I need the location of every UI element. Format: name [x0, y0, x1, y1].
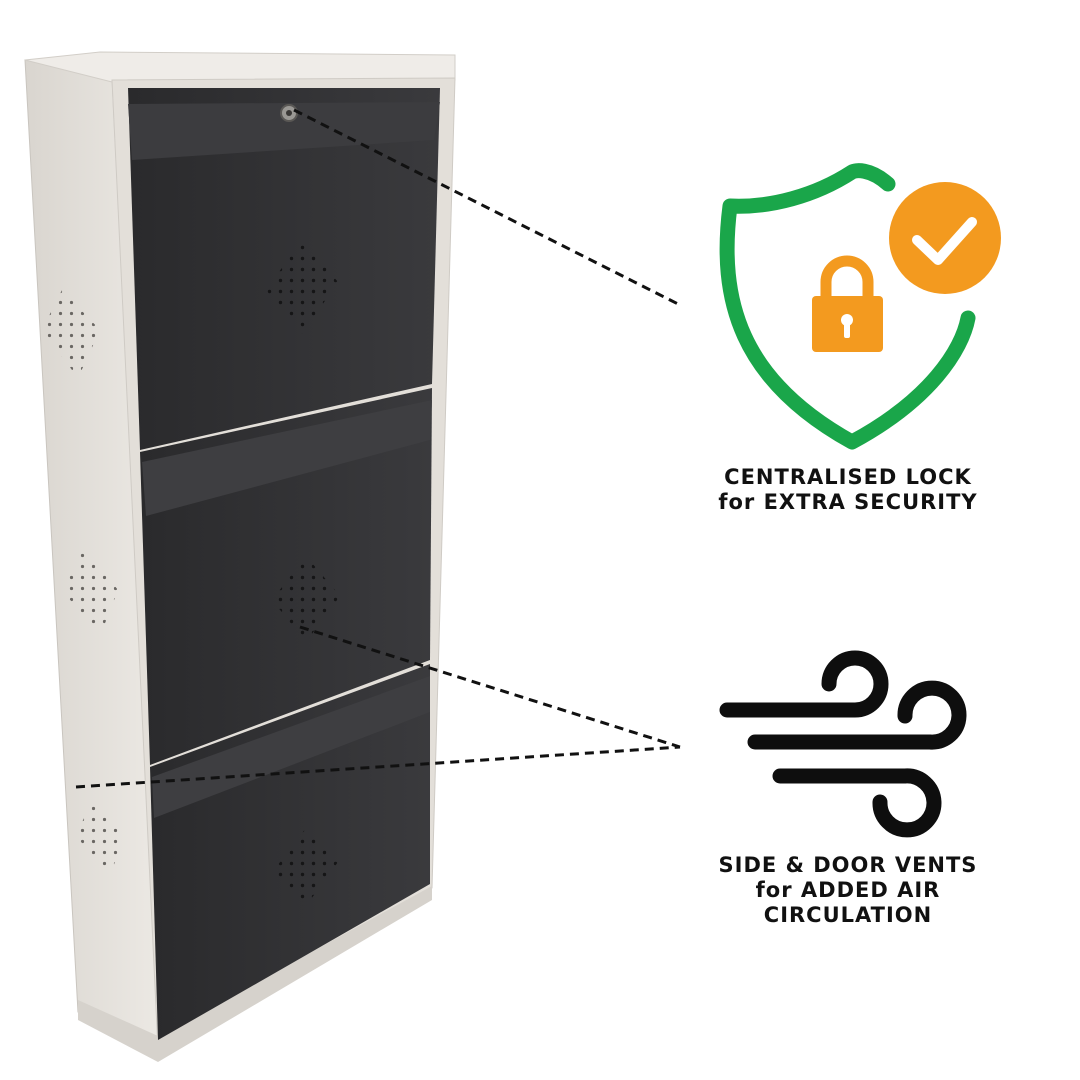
wind-stream-bottom	[772, 768, 942, 838]
cabinet-lock	[280, 104, 298, 122]
caption-vents-line-1: SIDE & DOOR VENTS	[718, 853, 978, 877]
wind-stream-middle	[747, 680, 967, 750]
leader-line-lock	[293, 108, 681, 307]
wind-icon	[719, 650, 967, 838]
cabinet-door-top-rail	[128, 102, 440, 160]
padlock-icon	[812, 255, 883, 352]
cabinet-door-middle-rail	[142, 400, 432, 516]
shield-lock-check-icon	[719, 163, 1001, 450]
cabinet-door-bottom-rail	[152, 676, 430, 818]
side-vent-top	[42, 290, 100, 378]
leader-line-door-vent	[299, 625, 681, 749]
door-vent-middle	[272, 556, 340, 642]
caption-lock-line-1: CENTRALISED LOCK	[724, 465, 972, 489]
door-vent-bottom	[274, 828, 338, 906]
checkmark-badge-icon	[889, 182, 1001, 294]
feature-caption-vents: SIDE & DOOR VENTS for ADDED AIR CIRCULAT…	[688, 853, 1008, 928]
cabinet-top-panel	[24, 51, 456, 83]
caption-vents-line-2: for ADDED AIR	[755, 878, 941, 902]
caption-vents-line-3: CIRCULATION	[763, 903, 933, 927]
shield-icon	[719, 163, 976, 450]
shoe-cabinet-image	[24, 51, 456, 1062]
wind-stream-top	[719, 650, 889, 718]
caption-lock-line-2: for EXTRA SECURITY	[718, 490, 978, 514]
feature-caption-lock: CENTRALISED LOCK for EXTRA SECURITY	[688, 465, 1008, 515]
leader-lines	[75, 108, 681, 789]
side-vent-bottom	[76, 800, 124, 876]
side-vent-middle	[62, 548, 118, 636]
leader-line-side-vent	[75, 745, 681, 789]
door-vent-top	[266, 240, 338, 334]
